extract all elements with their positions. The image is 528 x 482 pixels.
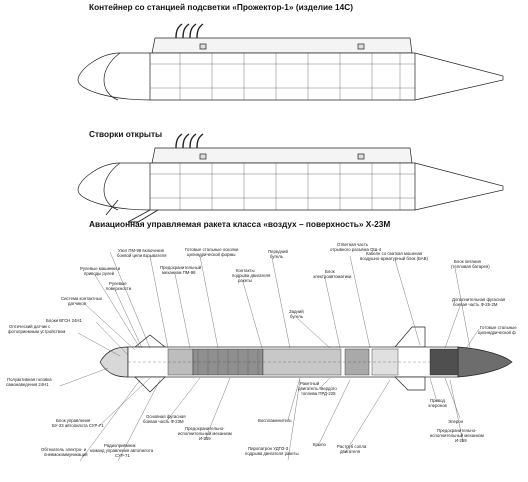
label-c36: самонаведения 24Н1 xyxy=(6,382,49,387)
label-c44: БУ-23 автопилота СУР-71 xyxy=(52,423,104,428)
label-c4: боевой цепи взрывателя xyxy=(117,253,167,258)
label-c48: Предохранительно- xyxy=(185,426,225,431)
label-c43: Блок управления xyxy=(56,418,91,423)
label-c33: Оптический датчик с xyxy=(9,324,51,329)
label-c42: Элерон xyxy=(448,419,464,424)
label-c28: Задний xyxy=(289,309,304,314)
label-c1: Рулевые машинки и xyxy=(80,266,121,271)
label-c7: Передний xyxy=(268,249,288,254)
label-c34: фотоприемным устройством xyxy=(8,329,65,334)
label-c46: боевая часть Ф-23М xyxy=(143,419,184,424)
label-c40: Привод xyxy=(430,398,445,403)
label-c30: Готовые стальные xyxy=(480,325,517,330)
label-c60: подрыва двигателя ракеты xyxy=(245,451,299,456)
label-c22: Блок xyxy=(325,269,335,274)
label-c45: Основная фугасная xyxy=(146,414,186,419)
label-c9: Ответная часть xyxy=(337,242,369,247)
label-c54: Обтекатель электро- и xyxy=(41,447,87,452)
label-c37: Ракетный xyxy=(300,381,320,386)
label-c56: Радиоприёмник xyxy=(104,443,136,448)
label-c14: (тепловая батарея) xyxy=(451,264,490,269)
label-c62: Раструб сопла xyxy=(337,444,367,449)
label-c51: Предохранительно- xyxy=(437,428,477,433)
label-c2: приводы рулей xyxy=(84,271,115,276)
label-c26: Система контактных xyxy=(61,296,103,301)
label-c39: топлива ПРД-228 xyxy=(301,391,336,396)
label-c63: двигателя xyxy=(340,449,361,454)
label-c32: Блоки ВГСН 24Н1 xyxy=(46,318,82,323)
label-c29: бугель xyxy=(290,314,304,319)
label-c21: ракеты xyxy=(238,278,252,283)
label-c10: отрывного разъёма ОШ-4 xyxy=(330,247,382,252)
label-c19: Контакты xyxy=(236,268,255,273)
missile-drawing xyxy=(99,326,513,393)
label-c57: команд управления автопилота xyxy=(90,448,154,453)
label-c24: Дополнительная фугасная xyxy=(452,297,506,302)
label-c15: Предохранительный xyxy=(160,265,202,270)
missile-heading: Авиационная управляемая ракета класса «в… xyxy=(89,219,390,229)
label-c38: двигатель твердого xyxy=(298,386,337,391)
callout-leader-lines xyxy=(59,251,480,462)
label-c58: СУР-71 xyxy=(115,453,130,458)
label-c8: бугель xyxy=(270,254,284,259)
label-c59: Пиропатрон УДПЗ-3 xyxy=(248,446,289,451)
label-c50: И-259 xyxy=(199,436,211,441)
label-c55: пневмокоммуникаций xyxy=(44,452,88,457)
label-c20: подрыва двигателя xyxy=(232,273,271,278)
container-drawing-open xyxy=(77,133,504,223)
label-c18: поверхности xyxy=(106,286,132,291)
label-c6: цилиндрической формы xyxy=(187,252,236,257)
label-c3: Узел ПМ-98 включения xyxy=(118,248,165,253)
label-c13: Блок питания xyxy=(454,259,482,264)
label-c35: Полуактивная головка xyxy=(7,377,52,382)
label-c52: исполнительный механизм xyxy=(430,433,484,438)
label-c5: Готовые стальные осколки xyxy=(185,247,239,252)
label-c53: И-259 xyxy=(455,438,467,443)
label-c41: элеронов xyxy=(428,403,448,408)
label-c12: воздушно-арматурный блок (БАВ) xyxy=(360,256,429,261)
label-c49: исполнительный механизм xyxy=(178,431,232,436)
label-c23: электроавтоматики xyxy=(313,274,352,279)
flaps-open-heading: Створки открыты xyxy=(89,129,162,139)
container-heading: Контейнер со станцией подсветки «Прожект… xyxy=(89,2,353,12)
label-c47: Воспламенитель xyxy=(258,418,292,423)
label-c61: Крыло xyxy=(313,442,327,447)
label-c17: Рулевые xyxy=(109,281,127,286)
label-c11: Кабелн со сваткая мошеная xyxy=(366,251,423,256)
label-c25: боевая часть Ф-25-2М xyxy=(453,302,498,307)
label-c27: датчиков xyxy=(68,301,87,306)
label-c16: механизм ПМ-98 xyxy=(162,270,196,275)
callout-labels: Рулевые машинки и приводы рулей Узел ПМ-… xyxy=(6,242,517,458)
container-drawing-closed xyxy=(77,23,504,101)
label-c31: цилиндрической ф xyxy=(478,330,516,335)
